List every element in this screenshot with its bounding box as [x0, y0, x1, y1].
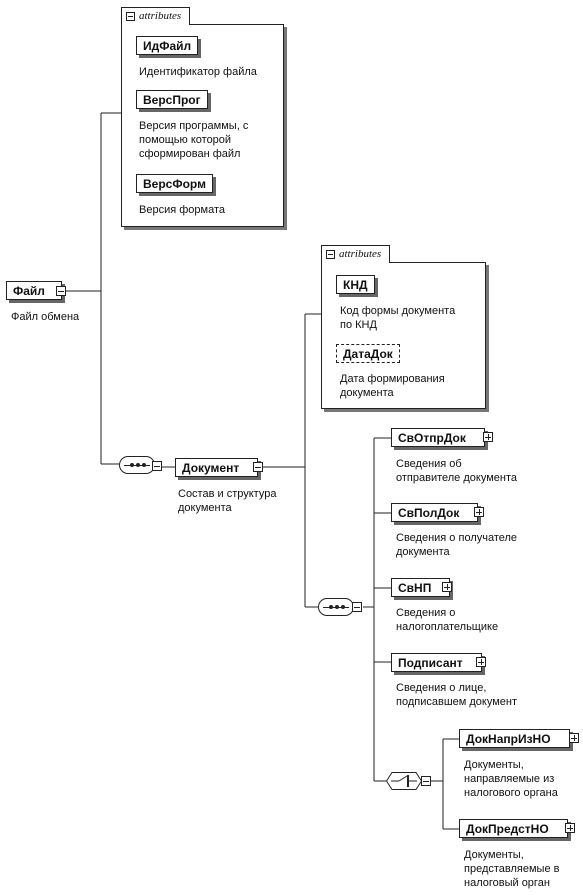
file-attributes-tab[interactable]: attributes	[121, 7, 191, 25]
expand-icon[interactable]	[483, 432, 493, 442]
attr-node-knd[interactable]: КНД	[336, 275, 375, 294]
document-desc: Состав и структура документа	[178, 488, 277, 514]
attr-desc-versprog: Версия программы, с помощью которой сфор…	[139, 120, 249, 160]
child-desc-svpoldok: Сведения о получателе документа	[396, 532, 518, 558]
choice-desc-dokpredstno: Документы, представляемые в налоговый ор…	[464, 849, 560, 889]
root-node-file[interactable]: Файл	[6, 281, 62, 300]
child-desc-podpisant: Сведения о лице, подписавшем документ	[396, 682, 518, 708]
root-desc: Файл обмена	[11, 311, 80, 323]
document-node[interactable]: Документ	[175, 458, 259, 477]
attr-node-versform[interactable]: ВерсФорм	[136, 174, 213, 193]
expand-icon[interactable]	[442, 582, 452, 592]
collapse-icon[interactable]	[421, 776, 431, 786]
attr-desc-knd: Код формы документа по КНД	[340, 305, 456, 331]
attributes-label: attributes	[139, 10, 182, 22]
child-desc-svnp: Сведения о налогоплательщике	[396, 607, 499, 633]
collapse-icon[interactable]	[56, 286, 66, 296]
attr-node-versprog[interactable]: ВерсПрог	[136, 90, 208, 109]
attr-desc-datadok: Дата формирования документа	[340, 373, 445, 399]
collapse-icon[interactable]	[152, 461, 162, 471]
choice-desc-doknaprizno: Документы, направляемые из налогового ор…	[464, 759, 558, 799]
choice-node-dokpredstno[interactable]: ДокПредстНО	[459, 819, 568, 838]
sequence-compositor-icon[interactable]	[119, 456, 155, 474]
child-node-svotprdok[interactable]: СвОтпрДок	[391, 428, 485, 447]
document-attributes-tab[interactable]: attributes	[321, 245, 391, 263]
choice-node-doknaprizno[interactable]: ДокНапрИзНО	[459, 729, 570, 748]
child-node-svnp[interactable]: СвНП	[391, 578, 451, 597]
sequence-compositor-icon[interactable]	[318, 598, 354, 616]
collapse-icon[interactable]	[352, 602, 362, 612]
attributes-label: attributes	[339, 248, 382, 260]
attr-node-datadok[interactable]: ДатаДок	[336, 344, 400, 363]
attr-desc-idfile: Идентификатор файла	[139, 66, 257, 78]
expand-icon[interactable]	[476, 657, 486, 667]
collapse-icon[interactable]	[326, 250, 335, 259]
child-desc-svotprdok: Сведения об отправителе документа	[396, 458, 517, 484]
collapse-icon[interactable]	[253, 462, 263, 472]
expand-icon[interactable]	[565, 823, 575, 833]
attr-node-idfile[interactable]: ИдФайл	[136, 36, 199, 55]
file-attributes-box: attributes	[121, 7, 284, 227]
choice-compositor-icon[interactable]	[386, 772, 422, 790]
collapse-icon[interactable]	[126, 12, 135, 21]
expand-icon[interactable]	[474, 507, 484, 517]
attr-desc-versform: Версия формата	[139, 204, 225, 216]
expand-icon[interactable]	[569, 733, 579, 743]
child-node-svpoldok[interactable]: СвПолДок	[391, 503, 479, 522]
child-node-podpisant[interactable]: Подписант	[391, 653, 482, 672]
